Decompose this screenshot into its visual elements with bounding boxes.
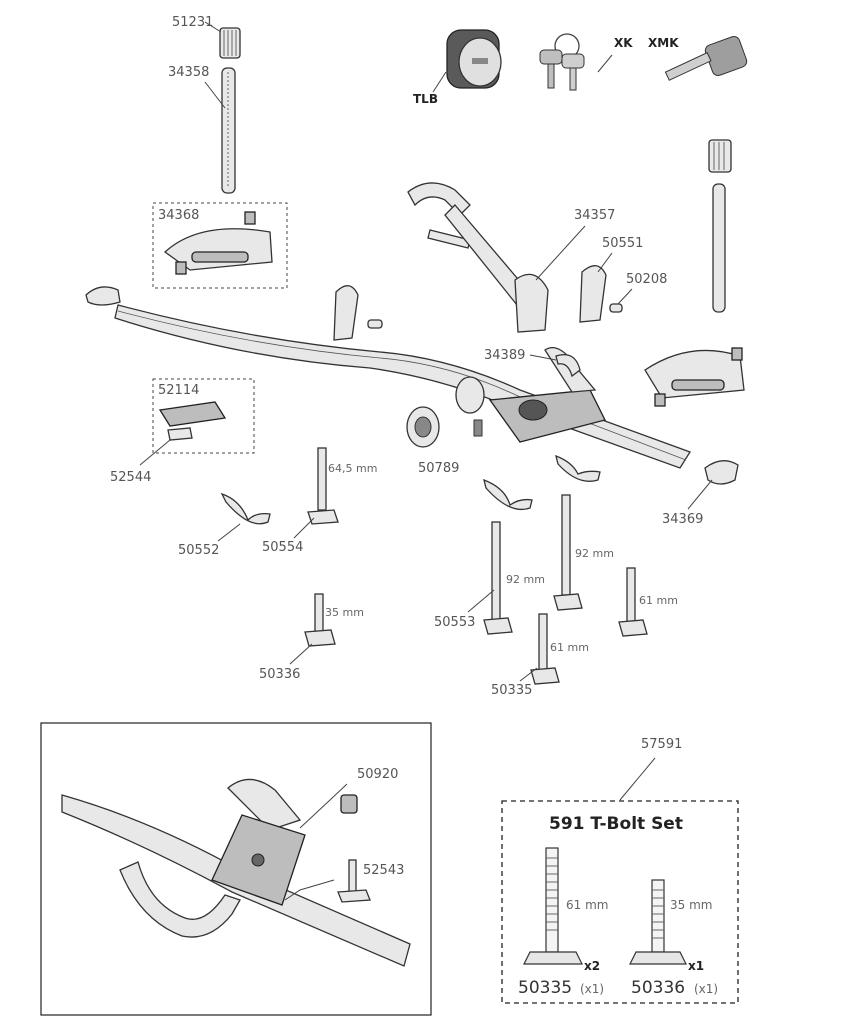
label-50208: 50208 — [626, 272, 667, 287]
tbolt-set-length-61: 61 mm — [566, 898, 608, 912]
label-50920: 50920 — [357, 767, 398, 782]
keys-xk — [539, 33, 585, 91]
part-34358-rod — [221, 67, 236, 194]
tbolt-50336 — [304, 593, 336, 647]
label-xmk: XMK — [648, 36, 679, 50]
label-34358: 34358 — [168, 65, 209, 80]
tbolt-set-box — [501, 800, 739, 1004]
label-50789: 50789 — [418, 461, 459, 476]
tbolt-set-qty-x1: x1 — [688, 959, 704, 973]
tbolt-50335 — [530, 613, 560, 685]
length-64-5: 64,5 mm — [328, 462, 377, 475]
tbolt-set-qty-x2: x2 — [584, 959, 600, 973]
inset-mounting-plate — [211, 778, 306, 906]
length-61-b: 61 mm — [550, 641, 589, 654]
cap-50789 — [406, 406, 483, 448]
label-34389: 34389 — [484, 348, 525, 363]
ring-34389 — [555, 353, 581, 378]
wheel-holder-34368 — [163, 211, 273, 275]
tbolt-set-part-50336: 50336 — [631, 978, 685, 998]
tbolt-set-title: 591 T-Bolt Set — [549, 814, 683, 834]
lock-cylinder-tlb — [446, 29, 502, 89]
label-50552: 50552 — [178, 543, 219, 558]
label-50336: 50336 — [259, 667, 300, 682]
group-box-52114 — [152, 378, 255, 454]
length-92-a: 92 mm — [506, 573, 545, 586]
label-xk: XK — [614, 36, 633, 50]
tbolt-set-part-50335: 50335 — [518, 978, 572, 998]
tbolt-92-b — [553, 494, 583, 611]
tbolt-set-count-1: (x1) — [580, 982, 604, 996]
tbolt-set-length-35: 35 mm — [670, 898, 712, 912]
label-50335: 50335 — [491, 683, 532, 698]
label-tlb: TLB — [413, 92, 438, 106]
plate-52114 — [158, 401, 227, 441]
clamp-50551 — [579, 265, 607, 323]
clamp-mid-2 — [555, 454, 601, 482]
wheel-holder-rail — [644, 347, 745, 407]
label-52543: 52543 — [363, 863, 404, 878]
label-34357: 34357 — [574, 208, 615, 223]
label-57591: 57591 — [641, 737, 682, 752]
inset-part-50920 — [340, 794, 358, 814]
part-51231-knob — [219, 27, 241, 59]
rail-end-cap-left — [85, 286, 121, 306]
label-52114: 52114 — [158, 383, 199, 398]
main-rail — [114, 304, 691, 469]
tbolt-set-bolt-61 — [523, 847, 583, 965]
key-xmk — [664, 35, 748, 81]
inset-part-52543 — [337, 859, 371, 903]
tbolt-set-bolt-35 — [629, 879, 687, 965]
length-35: 35 mm — [325, 606, 364, 619]
frame-holder-arm-34357 — [407, 182, 549, 333]
label-52544: 52544 — [110, 470, 151, 485]
clamp-50552 — [220, 492, 271, 525]
clamp-mid-1 — [483, 478, 533, 511]
label-51231: 51231 — [172, 15, 213, 30]
length-61-a: 61 mm — [639, 594, 678, 607]
label-50551: 50551 — [602, 236, 643, 251]
clamp-left — [333, 285, 383, 341]
tbolt-50554 — [307, 447, 339, 525]
rail-end-cap-34369 — [704, 460, 739, 485]
tbolt-61-a — [618, 567, 648, 637]
label-34368: 34368 — [158, 208, 199, 223]
right-knob-rod — [708, 139, 732, 313]
label-50553: 50553 — [434, 615, 475, 630]
length-92-b: 92 mm — [575, 547, 614, 560]
tbolt-set-count-2: (x1) — [694, 982, 718, 996]
tbolt-50553 — [483, 521, 513, 635]
label-50554: 50554 — [262, 540, 303, 555]
pin-50208 — [609, 303, 623, 313]
label-34369: 34369 — [662, 512, 703, 527]
group-box-34368 — [152, 202, 288, 289]
